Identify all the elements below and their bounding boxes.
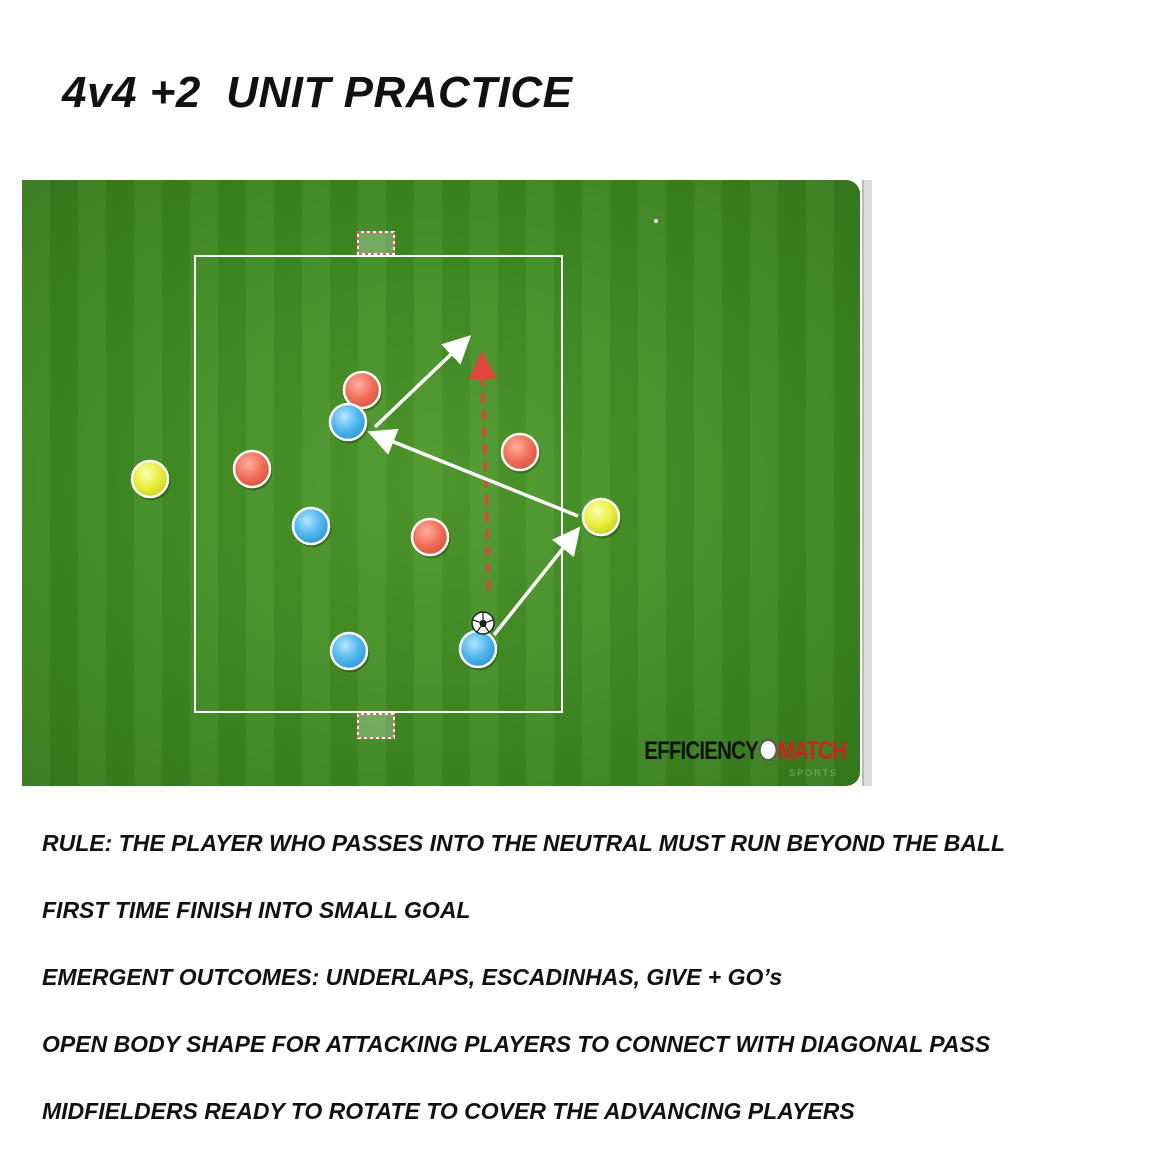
pitch-dot	[654, 219, 658, 223]
coaching-notes: RULE: THE PLAYER WHO PASSES INTO THE NEU…	[42, 828, 1152, 1163]
player-marker-neutral	[130, 459, 170, 499]
player-marker-red	[232, 449, 272, 489]
player-marker-blue	[291, 506, 331, 546]
note-finish: FIRST TIME FINISH INTO SMALL GOAL	[42, 897, 471, 923]
soccer-ball-icon	[471, 611, 495, 635]
logo-text-match: MATCH	[777, 737, 847, 765]
pass-arrow-to-neutral	[492, 526, 581, 637]
page-title: 4v4 +2 UNIT PRACTICE	[62, 68, 573, 117]
pitch-diagram	[130, 219, 658, 739]
player-marker-neutral	[581, 497, 621, 537]
note-body-shape: OPEN BODY SHAPE FOR ATTACKING PLAYERS TO…	[42, 1031, 991, 1057]
player-marker-red	[500, 432, 540, 472]
training-pitch: EFFICIENCY MATCH SPORTS	[22, 180, 872, 786]
player-marker-blue	[458, 629, 498, 669]
logo-subtext: SPORTS	[789, 768, 838, 778]
small-goal-top	[357, 231, 395, 255]
pass-arrow-from-neutral	[367, 428, 579, 518]
practice-area-boundary	[194, 255, 563, 713]
note-rule: RULE: THE PLAYER WHO PASSES INTO THE NEU…	[42, 830, 1006, 856]
run-arrow-dashed	[468, 351, 497, 591]
logo-ball-icon	[758, 739, 777, 761]
player-marker-red	[410, 517, 450, 557]
brand-logo: EFFICIENCY MATCH	[644, 737, 847, 766]
player-marker-red	[342, 370, 382, 410]
player-marker-blue	[329, 631, 369, 671]
small-goal-bottom	[357, 713, 395, 739]
note-midfielders: MIDFIELDERS READY TO ROTATE TO COVER THE…	[42, 1098, 855, 1124]
logo-text-efficiency: EFFICIENCY	[644, 737, 758, 765]
note-outcomes: EMERGENT OUTCOMES: UNDERLAPS, ESCADINHAS…	[42, 964, 783, 990]
pass-arrow-forward	[373, 335, 472, 429]
player-marker-blue	[328, 402, 368, 442]
pitch-edge	[862, 180, 872, 786]
players-layer	[130, 370, 622, 673]
pitch-surface: EFFICIENCY MATCH SPORTS	[22, 180, 860, 786]
